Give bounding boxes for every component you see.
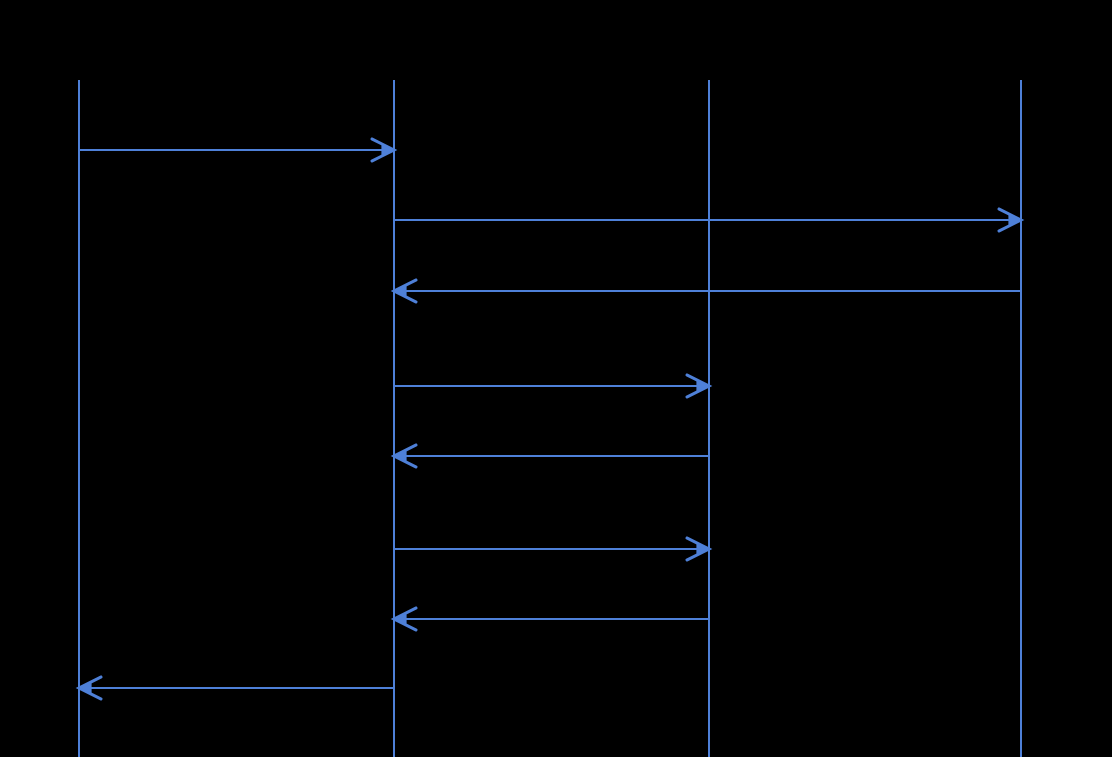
arrowhead — [370, 137, 398, 163]
arrowhead-fill — [696, 543, 711, 555]
arrowhead-fill — [381, 144, 396, 156]
message-3[interactable] — [390, 278, 1021, 304]
arrowhead-fill — [696, 380, 711, 392]
messages-group — [75, 137, 1025, 701]
message-4[interactable] — [394, 373, 713, 399]
arrowhead — [390, 443, 418, 469]
message-8[interactable] — [75, 675, 394, 701]
message-6[interactable] — [394, 536, 713, 562]
message-1[interactable] — [79, 137, 398, 163]
arrowhead-fill — [392, 613, 407, 625]
arrowhead-fill — [392, 285, 407, 297]
message-5[interactable] — [390, 443, 709, 469]
arrowhead — [75, 675, 103, 701]
arrowhead — [685, 373, 713, 399]
arrowhead — [390, 278, 418, 304]
arrowhead — [685, 536, 713, 562]
arrowhead — [997, 207, 1025, 233]
message-2[interactable] — [394, 207, 1025, 233]
arrowhead-fill — [1008, 214, 1023, 226]
arrowhead-fill — [77, 682, 92, 694]
message-7[interactable] — [390, 606, 709, 632]
lifelines-group — [78, 80, 1022, 757]
arrowhead-fill — [392, 450, 407, 462]
arrowhead — [390, 606, 418, 632]
